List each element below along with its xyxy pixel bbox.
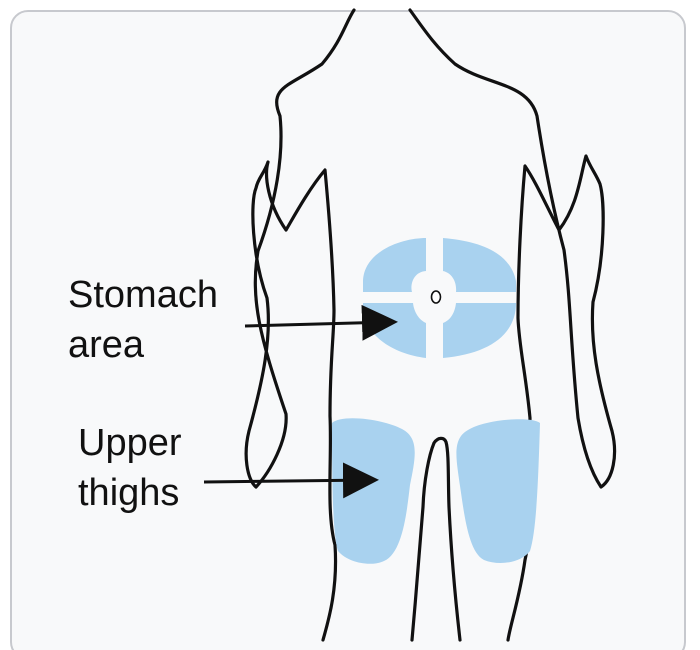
stomach-area-label: Stomach area	[68, 270, 218, 370]
upper-thigh-right-area	[456, 419, 540, 563]
stomach-area	[363, 238, 516, 358]
stomach-area-upper-right	[443, 238, 516, 292]
thighs-label-line-1: Upper	[78, 418, 182, 468]
stomach-label-line-2: area	[68, 320, 218, 370]
stomach-area-lower-right	[443, 303, 516, 358]
stomach-label-line-1: Stomach	[68, 270, 218, 320]
leg-inner-outline	[412, 438, 460, 640]
upper-thighs-label: Upper thighs	[78, 418, 182, 518]
navel-icon	[432, 291, 441, 303]
thighs-arrow	[204, 480, 373, 482]
upper-thigh-left-area	[332, 418, 415, 563]
thighs-label-line-2: thighs	[78, 468, 182, 518]
stomach-area-upper-left	[363, 238, 426, 292]
stomach-area-lower-left	[363, 303, 426, 358]
